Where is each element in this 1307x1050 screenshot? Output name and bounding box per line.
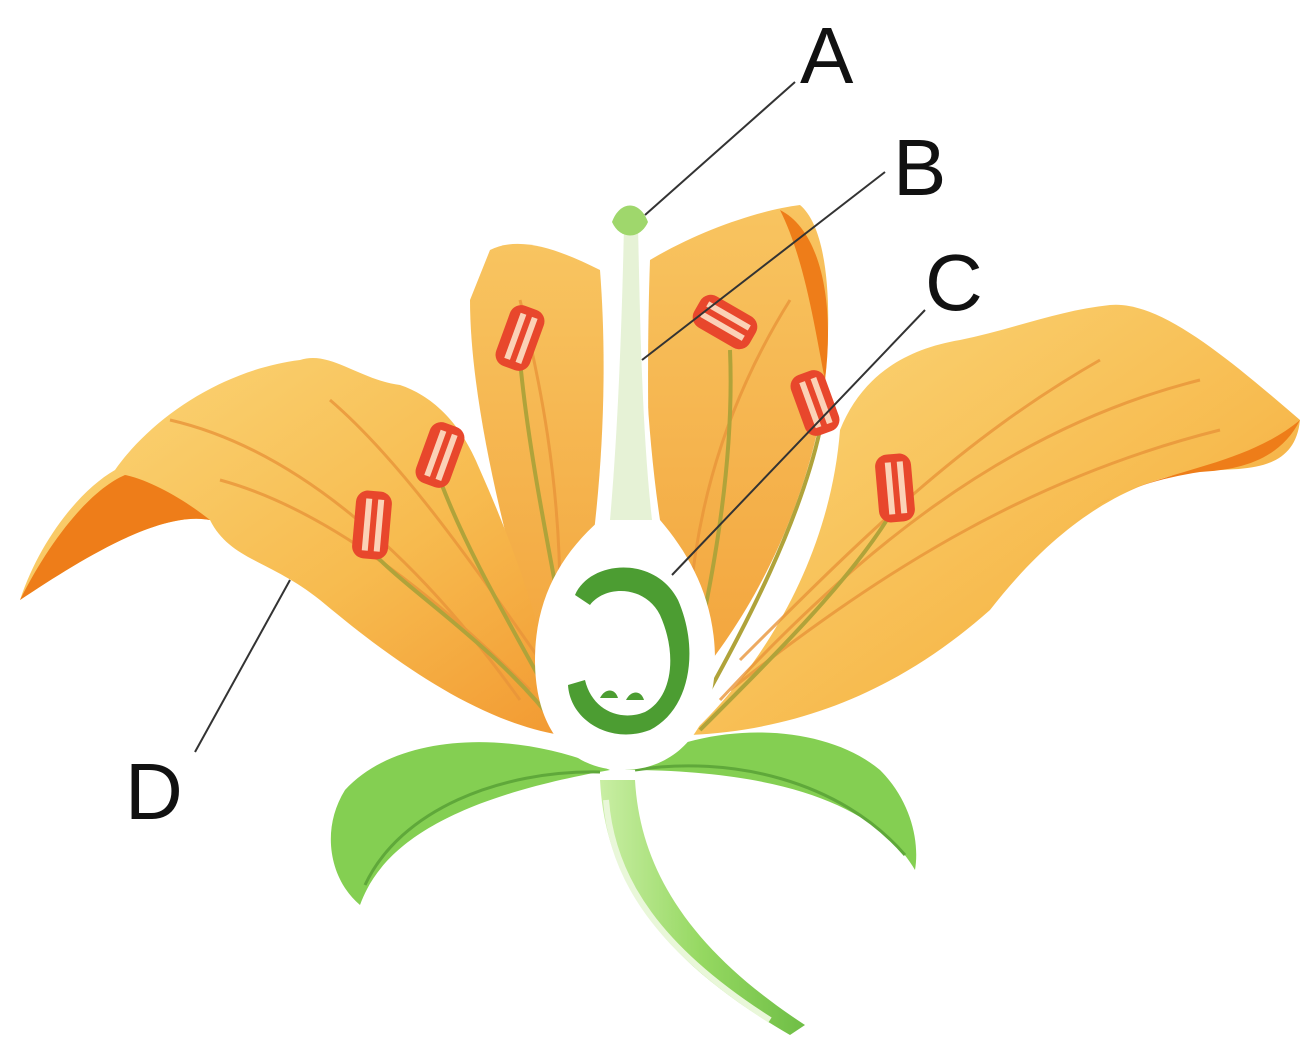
label-b-style: B [893,128,946,208]
label-c-ovary: C [925,243,983,323]
label-d-petal: D [125,752,183,832]
stem [600,780,805,1035]
label-a-stigma: A [800,16,853,96]
anther-6 [874,453,916,524]
sepal-left [331,742,610,905]
anther-3 [351,490,393,561]
leader-line-d [195,580,290,752]
leader-line-a [645,82,795,215]
stigma [612,206,648,236]
